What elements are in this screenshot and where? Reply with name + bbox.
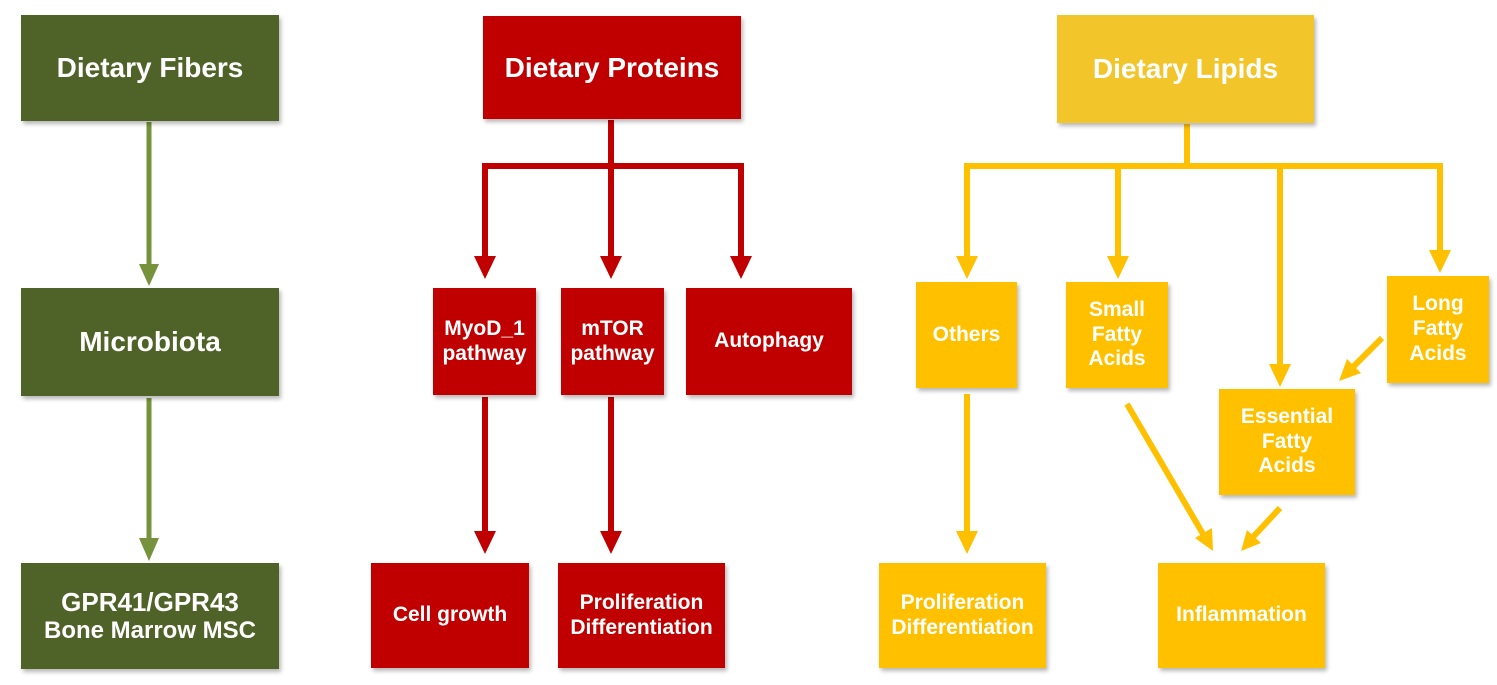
arrowhead-prolif-red — [600, 531, 622, 554]
myod-pathway-label: pathway — [442, 341, 527, 365]
proteins-differentiation-label: Differentiation — [570, 615, 713, 639]
dietary-fibers-box: Dietary Fibers — [21, 15, 279, 121]
proteins-proliferation-label: Proliferation — [579, 590, 704, 614]
lipids-arrows — [956, 124, 1451, 554]
myod-label: MyoD_1 — [444, 316, 525, 340]
arrowhead-prolif-yellow — [956, 531, 978, 554]
small-fatty-acids-box: Small Fatty Acids — [1066, 282, 1168, 388]
mtor-pathway-box: mTOR pathway — [561, 288, 664, 395]
essential-label: Essential — [1240, 404, 1334, 428]
arrowhead-long — [1429, 250, 1451, 273]
microbiota-label: Microbiota — [79, 326, 221, 358]
mtor-pathway-label: pathway — [570, 341, 655, 365]
long-acids-label: Acids — [1409, 341, 1467, 365]
long-label: Long — [1412, 292, 1464, 316]
essential-fatty-label: Fatty — [1261, 429, 1313, 453]
arrow-long-to-essential — [1350, 335, 1385, 370]
others-label: Others — [932, 322, 1001, 346]
arrowhead-long-to-essential — [1339, 359, 1361, 381]
arrowhead-autophagy — [730, 256, 752, 279]
bone-marrow-msc-label: Bone Marrow MSC — [43, 617, 256, 645]
fibers-arrows — [139, 122, 159, 561]
cell-growth-box: Cell growth — [371, 563, 529, 668]
dietary-lipids-label: Dietary Lipids — [1092, 53, 1279, 85]
arrowhead-essential — [1269, 364, 1291, 387]
arrowhead-essential-to-inflammation — [1241, 530, 1261, 551]
proteins-arrows — [474, 120, 752, 554]
long-fatty-label: Fatty — [1412, 317, 1464, 341]
small-label: Small — [1088, 297, 1146, 321]
arrowhead-small-to-inflammation — [1195, 528, 1213, 551]
arrowhead-cell-growth — [474, 531, 496, 554]
arrowhead-others — [956, 256, 978, 279]
cell-growth-label: Cell growth — [392, 603, 508, 627]
arrowhead-gpr — [139, 538, 159, 561]
gpr-msc-box: GPR41/GPR43 Bone Marrow MSC — [21, 563, 279, 669]
arrowhead-myod — [474, 256, 496, 279]
small-acids-label: Acids — [1088, 347, 1146, 371]
lipids-differentiation-label: Differentiation — [891, 615, 1034, 639]
arrow-small-to-inflammation — [1124, 402, 1206, 536]
lipids-proliferation-box: Proliferation Differentiation — [879, 563, 1046, 668]
microbiota-box: Microbiota — [21, 288, 279, 396]
others-box: Others — [916, 282, 1017, 388]
long-fatty-acids-box: Long Fatty Acids — [1387, 276, 1489, 383]
inflammation-box: Inflammation — [1158, 563, 1325, 668]
proteins-proliferation-box: Proliferation Differentiation — [558, 563, 725, 668]
arrowhead-small — [1107, 256, 1129, 279]
myod-pathway-box: MyoD_1 pathway — [433, 288, 536, 395]
mtor-label: mTOR — [581, 316, 644, 340]
gpr-label: GPR41/GPR43 — [61, 586, 239, 617]
dietary-proteins-label: Dietary Proteins — [504, 51, 720, 83]
inflammation-label: Inflammation — [1176, 603, 1307, 627]
lipids-proliferation-label: Proliferation — [900, 590, 1025, 614]
dietary-fibers-label: Dietary Fibers — [56, 52, 244, 84]
dietary-lipids-box: Dietary Lipids — [1057, 15, 1314, 123]
essential-acids-label: Acids — [1258, 454, 1316, 478]
arrowhead-mtor — [600, 256, 622, 279]
arrow-essential-to-inflammation — [1250, 505, 1283, 540]
small-fatty-label: Fatty — [1091, 322, 1143, 346]
autophagy-label: Autophagy — [714, 329, 824, 353]
arrowhead-microbiota — [139, 264, 159, 286]
essential-fatty-acids-box: Essential Fatty Acids — [1219, 389, 1355, 495]
autophagy-box: Autophagy — [686, 288, 852, 395]
dietary-proteins-box: Dietary Proteins — [483, 16, 741, 119]
